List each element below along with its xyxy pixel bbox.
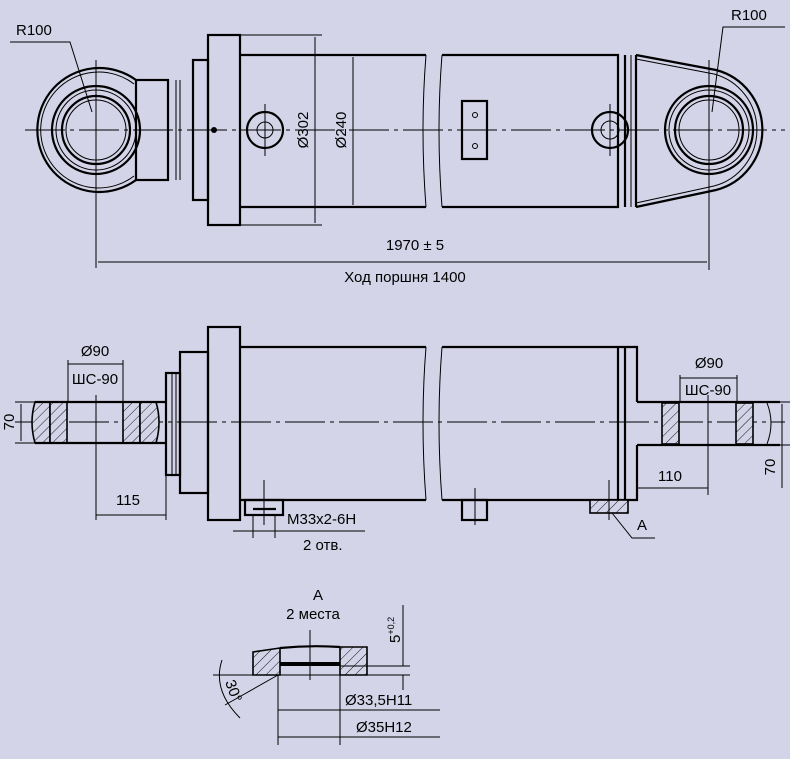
dim-right-width: 70 — [762, 459, 779, 476]
dim-right-bore: Ø90 — [695, 355, 723, 372]
label-detail-ref: A — [637, 517, 647, 534]
dim-angle: 30° — [221, 678, 245, 705]
left-eye — [36, 60, 142, 268]
right-eye — [635, 53, 764, 270]
label-holes: 2 отв. — [303, 537, 343, 554]
dim-depth: 5+0,2 — [386, 617, 404, 643]
dim-inner-diameter: Ø240 — [333, 112, 350, 149]
label-left-bearing: ШС-90 — [72, 371, 118, 388]
dim-dia-1: Ø33,5H11 — [345, 692, 412, 709]
label-right-bearing: ШС-90 — [685, 382, 731, 399]
dim-right-offset: 110 — [658, 468, 682, 485]
dim-piston-stroke: Ход поршня 1400 — [344, 269, 466, 286]
top-view: Ø302 Ø240 1970 ± 5 Ход поршня 1400 R100 … — [10, 7, 785, 286]
dim-dia-2: Ø35H12 — [356, 719, 412, 736]
flange — [206, 33, 242, 227]
dim-radius-right: R100 — [731, 7, 767, 24]
dim-radius-left: R100 — [16, 22, 52, 39]
detail-a: A 2 места 5+0,2 Ø33,5H11 Ø35H12 30° — [213, 587, 440, 745]
label-thread: M33x2-6H — [287, 511, 356, 528]
dim-left-width: 70 — [1, 414, 18, 431]
detail-subtitle: 2 места — [286, 606, 340, 623]
dim-outer-diameter: Ø302 — [295, 112, 312, 149]
dim-total-length: 1970 ± 5 — [386, 237, 444, 254]
detail-title: A — [313, 587, 323, 604]
dim-left-bore: Ø90 — [81, 343, 109, 360]
dim-left-offset: 115 — [116, 492, 140, 509]
side-view: Ø90 ШС-90 70 115 M33x2-6H 2 отв. Ø90 ШС-… — [1, 325, 790, 554]
bracket — [460, 99, 489, 161]
